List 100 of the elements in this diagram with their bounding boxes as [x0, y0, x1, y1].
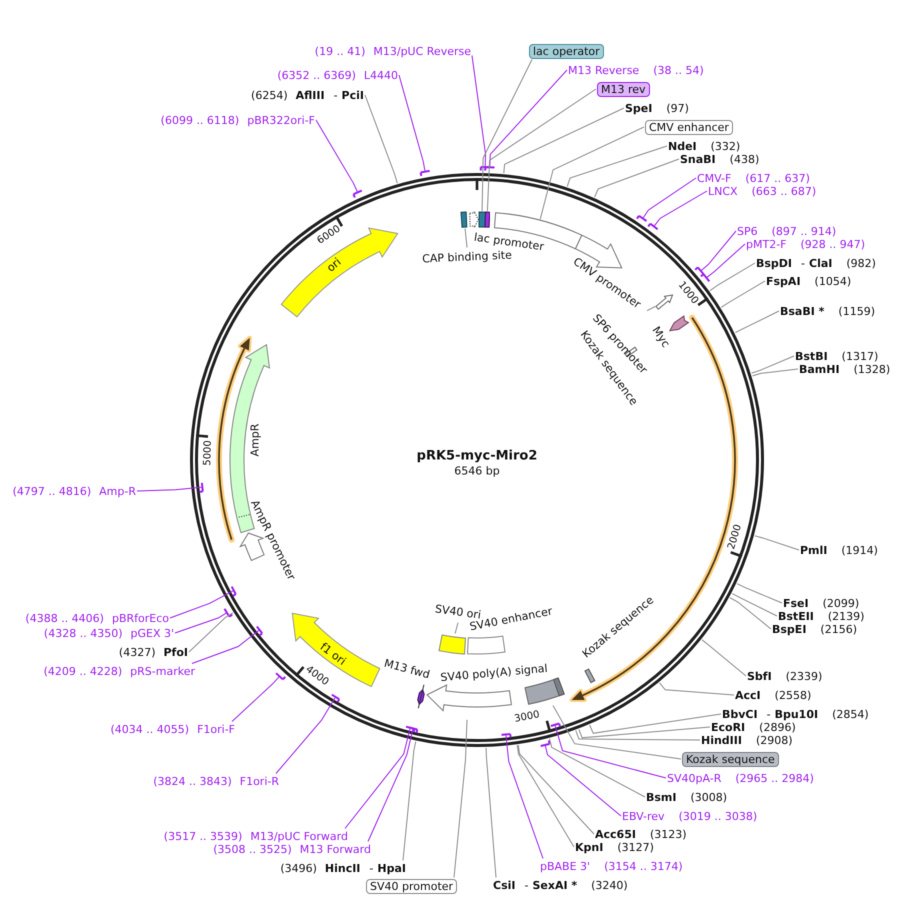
enzyme-name: HincII: [324, 862, 360, 874]
feature-label: SV40 ori: [434, 602, 482, 622]
leader-line: [732, 593, 778, 616]
primer-range: (38 .. 54): [653, 64, 704, 76]
enzyme-name: SnaBI: [680, 152, 716, 166]
enzyme-name: FspAI: [766, 274, 801, 288]
enzyme-name: SbfI: [747, 670, 772, 682]
cut-position: (6254): [251, 88, 288, 102]
leader-line: [276, 697, 336, 774]
dash-separator: -: [766, 708, 771, 720]
primer-name: SP6: [737, 224, 758, 238]
leader-line: [659, 682, 734, 696]
plasmid-name: pRK5-myc-Miro2: [416, 448, 538, 464]
primer-name: pBABE 3': [540, 860, 590, 872]
feature-block: [438, 634, 466, 655]
leader-line: [734, 310, 780, 334]
primer-name: M13/pUC Forward: [250, 830, 348, 842]
leader-line: [506, 735, 544, 859]
cut-position: (2854): [832, 708, 869, 720]
enzyme-name: PciI: [342, 88, 364, 102]
primer-name: F1ori-F: [197, 722, 235, 736]
tick-label: 2000: [724, 522, 745, 551]
enzyme-name: HindIII: [701, 734, 742, 746]
primer-range: (3517 .. 3539): [164, 830, 242, 842]
feature-label: ori: [324, 255, 344, 275]
primer-range: (4209 .. 4228): [44, 664, 122, 678]
primer-name: EBV-rev: [622, 810, 665, 822]
leader-line: [516, 744, 574, 848]
tick-label: 3000: [513, 708, 541, 726]
feature-tag: Kozak sequence: [682, 752, 779, 766]
enzyme-name: BamHI: [799, 362, 840, 376]
leader-line: [751, 356, 794, 374]
cut-position: (4327): [118, 646, 156, 658]
enzyme-name: BsmI: [646, 790, 676, 804]
primer-range: (2965 .. 2984): [735, 772, 814, 784]
cut-position: (3008): [690, 790, 728, 804]
enzyme-name: BstBI: [795, 350, 828, 362]
primer-range: (6352 .. 6369): [277, 68, 356, 82]
enzyme-name: BstEII: [778, 610, 814, 622]
leader-line: [188, 612, 234, 652]
leader-line: [368, 729, 414, 842]
leader-line: [486, 88, 596, 212]
feature-tag: CMV enhancer: [645, 120, 733, 134]
enzyme-name: ClaI: [809, 256, 832, 270]
leader-line: [729, 597, 772, 630]
feature-arrow: [655, 294, 674, 310]
cut-position: (982): [846, 256, 876, 270]
cut-position: (2339): [786, 670, 822, 682]
cut-position: (2908): [756, 734, 793, 746]
primer-range: (3154 .. 3174): [604, 860, 683, 872]
tick-label: 5000: [201, 440, 215, 466]
enzyme-name: HpaI: [377, 862, 406, 874]
dash-separator: -: [334, 88, 338, 102]
leader-line: [754, 535, 800, 550]
primer-name: pBR322ori-F: [247, 114, 315, 126]
leader-line: [472, 55, 486, 167]
enzyme-name: SpeI: [625, 102, 652, 114]
leader-line: [454, 622, 458, 634]
leader-line: [192, 630, 260, 664]
leader-line: [642, 178, 696, 218]
leader-line: [646, 306, 656, 312]
leader-line: [489, 70, 568, 167]
feature-block: [478, 211, 486, 228]
enzyme-name: Bpu10I: [774, 708, 818, 720]
leader-line: [540, 126, 644, 220]
dash-separator: -: [524, 878, 528, 892]
cut-position: (3240): [591, 878, 628, 892]
primer-name: SV40pA-R: [667, 772, 722, 784]
primer-range: (4328 .. 4350): [44, 626, 122, 640]
enzyme-name: BsaBI *: [780, 304, 824, 318]
feature-block: [484, 211, 490, 228]
primer-name: M13 Reverse: [568, 64, 640, 76]
leader-line: [702, 639, 746, 676]
leader-line: [232, 676, 280, 722]
feature-label: AmpR: [248, 424, 262, 456]
enzyme-name: BspEI: [772, 622, 806, 636]
enzyme-name: SexAI *: [532, 878, 578, 892]
primer-range: (3508 .. 3525): [213, 842, 292, 856]
enzyme-name: AflIII: [296, 88, 325, 102]
leader-line: [344, 728, 410, 829]
primer-name: Amp-R: [99, 484, 136, 498]
primer-range: (663 .. 687): [752, 184, 816, 198]
feature-label: SV40 poly(A) signal: [440, 662, 548, 684]
primer-name: pRS-marker: [130, 664, 195, 678]
primer-range: (3019 .. 3038): [678, 810, 758, 822]
enzyme-name: CsiI: [493, 878, 516, 892]
feature-label: f1 ori: [318, 640, 348, 668]
dash-separator: -: [801, 256, 806, 270]
primer-name: F1ori-R: [240, 774, 279, 788]
leader-line: [364, 94, 398, 184]
feature-tag: M13 rev: [597, 82, 650, 96]
leader-line: [736, 583, 782, 604]
enzyme-name: NdeI: [668, 140, 697, 152]
cut-position: (3123): [650, 828, 687, 840]
cut-position: (2099): [822, 596, 860, 610]
primer-name: LNCX: [708, 184, 738, 198]
leader-line: [706, 244, 746, 278]
cut-position: (2896): [759, 720, 796, 734]
feature-block: [524, 677, 566, 706]
primer-name: M13/pUC Reverse: [373, 44, 471, 58]
